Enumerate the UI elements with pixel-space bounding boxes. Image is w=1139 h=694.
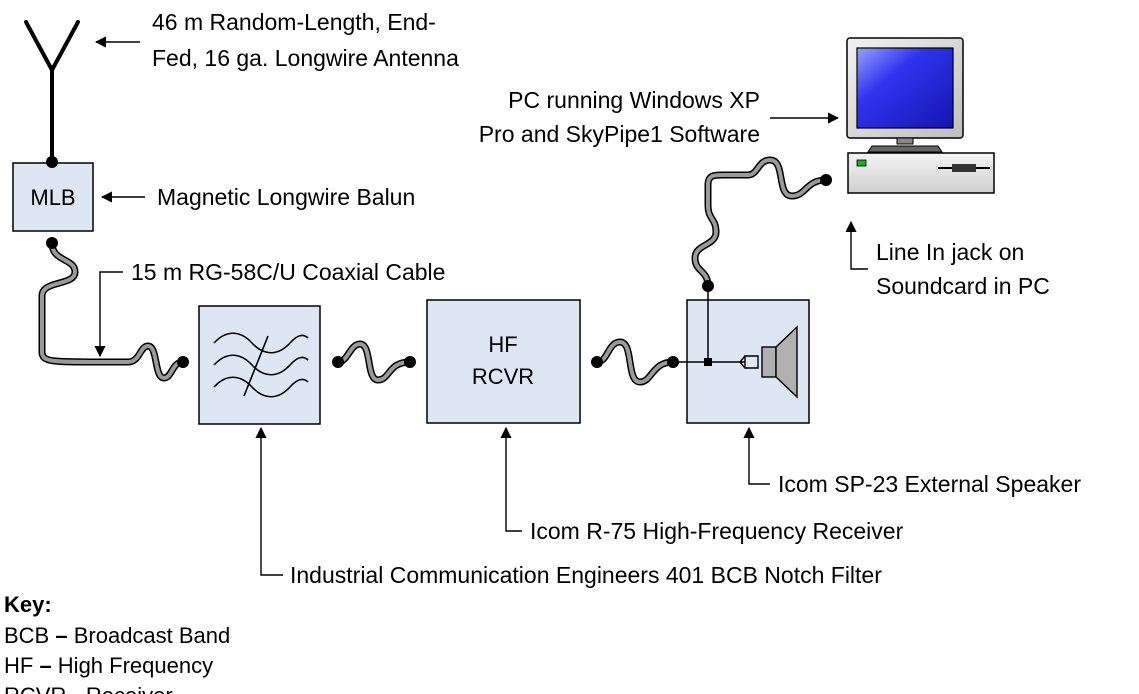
antenna-label-line2: Fed, 16 ga. Longwire Antenna <box>152 45 459 71</box>
coax-callout: 15 m RG-58C/U Coaxial Cable <box>131 259 445 285</box>
connector-speaker-in <box>667 356 679 368</box>
notch-filter-box <box>198 305 321 425</box>
coax-cables <box>38 156 830 386</box>
balun-callout: Magnetic Longwire Balun <box>157 184 415 210</box>
longwire-antenna <box>24 20 80 164</box>
connectors <box>46 156 832 368</box>
connector-balun-bottom <box>46 237 58 249</box>
connector-receiver-in <box>404 356 416 368</box>
connector-pc-line-in <box>820 174 832 186</box>
pc-icon <box>846 37 995 194</box>
connector-receiver-out <box>591 356 603 368</box>
key-item-hf: HF – High Frequency <box>4 653 213 678</box>
line-in-label-line2: Soundcard in PC <box>876 273 1050 299</box>
pc-label-line1: PC running Windows XP <box>508 87 760 113</box>
receiver-label-line2: RCVR <box>472 364 534 389</box>
key-legend: Key: BCB – Broadcast Band HF – High Freq… <box>4 592 230 694</box>
connector-filter-out <box>332 356 344 368</box>
receiver-callout: Icom R-75 High-Frequency Receiver <box>530 518 904 544</box>
speaker-icon <box>673 286 798 399</box>
connector-filter-in <box>177 356 189 368</box>
callout-labels: 46 m Random-Length, End- Fed, 16 ga. Lon… <box>131 9 1081 588</box>
connector-balun-top <box>46 156 58 168</box>
filter-callout: Industrial Communication Engineers 401 B… <box>290 562 882 588</box>
antenna-label-line1: 46 m Random-Length, End- <box>152 9 436 35</box>
speaker-callout: Icom SP-23 External Speaker <box>778 471 1081 497</box>
key-item-rcvr: RCVR - Receiver <box>4 683 173 694</box>
pc-label-line2: Pro and SkyPipe1 Software <box>479 121 760 147</box>
key-item-bcb: BCB – Broadcast Band <box>4 623 230 648</box>
connector-speaker-tap <box>702 280 714 292</box>
key-title: Key: <box>4 592 52 617</box>
receiver-box: HF RCVR <box>426 299 581 424</box>
balun-label: MLB <box>30 185 75 210</box>
callout-arrows <box>94 36 868 576</box>
speaker-box <box>673 286 810 424</box>
receiver-label-line1: HF <box>488 332 517 357</box>
balun-box: MLB <box>12 162 94 232</box>
line-in-label-line1: Line In jack on <box>876 239 1024 265</box>
filter-wave-icon <box>213 332 309 398</box>
